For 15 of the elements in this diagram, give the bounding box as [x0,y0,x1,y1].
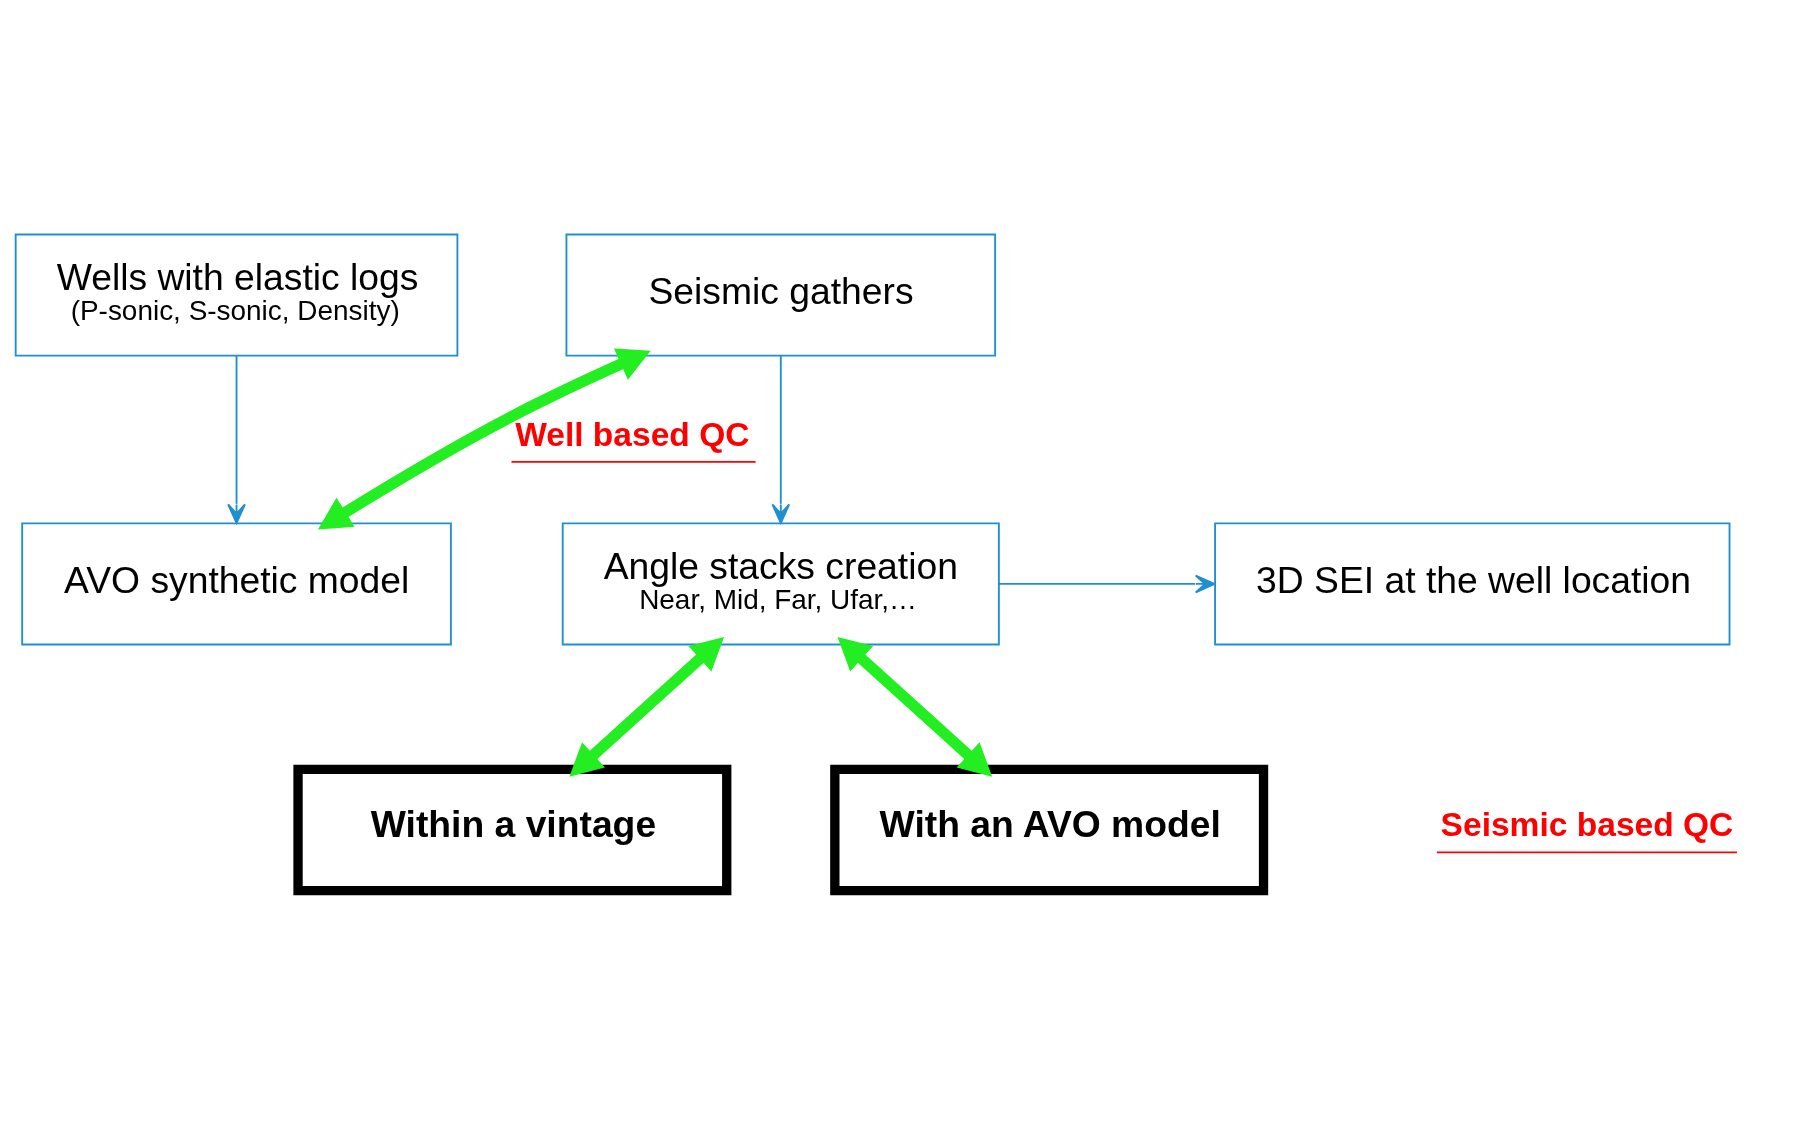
arrow [997,574,1216,593]
node-box: 3D SEI at the well location [1214,521,1731,645]
node-box: Seismic gathers [565,233,997,357]
arrow [837,636,993,777]
node-box: Within a vintage [293,764,732,895]
node-box: With an AVO model [830,764,1269,895]
label: Seismic based QC [1440,805,1734,843]
node-box: Wells with elastic logs (P-sonic, S-sonic, Density) [14,233,459,357]
node-box: Angle stacks creation Near, Mid, Far, Ufar,… [561,521,1000,645]
node-box: AVO synthetic model [21,521,452,645]
arrow [569,636,725,777]
arrow [227,354,246,524]
edge-label: Well based QC [515,415,750,453]
arrow [771,354,791,524]
arrow [317,348,757,529]
